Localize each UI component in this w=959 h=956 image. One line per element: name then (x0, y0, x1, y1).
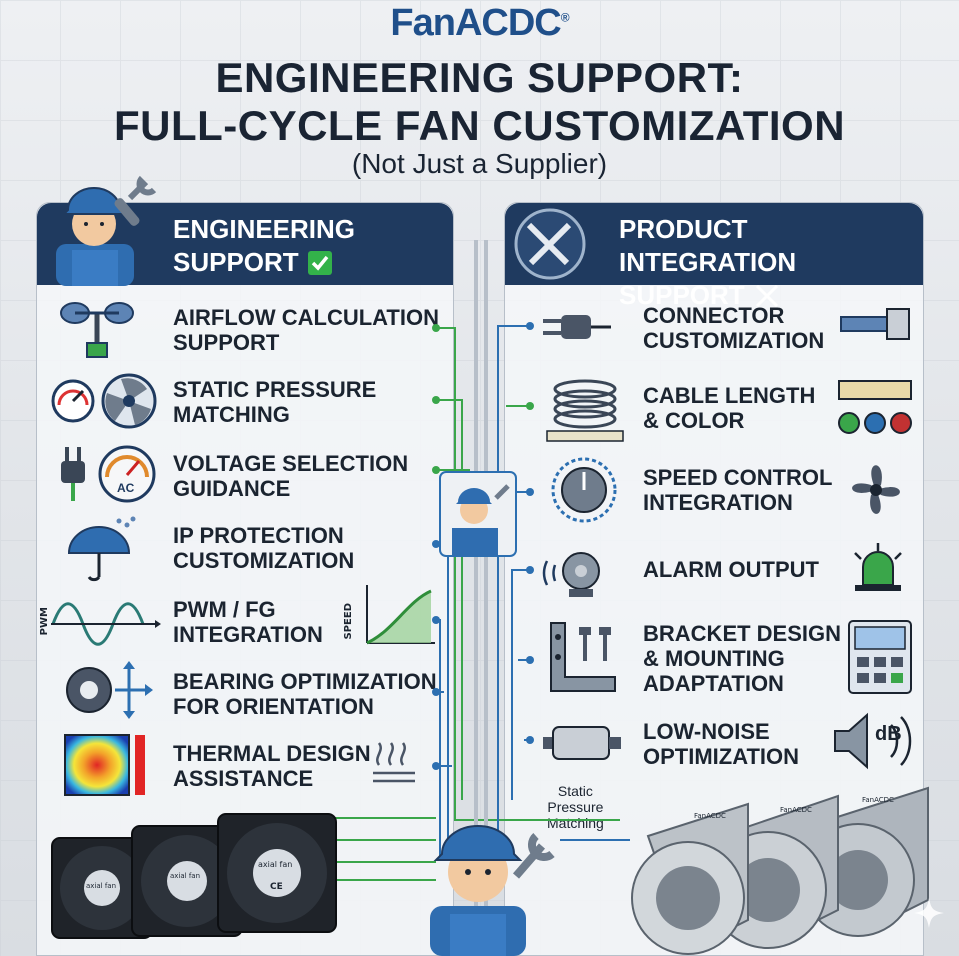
muffler-icon (543, 726, 621, 760)
item-line-1: THERMAL DESIGN (173, 741, 371, 766)
sparkle-icon (914, 898, 944, 928)
list-item-bearing: BEARING OPTIMIZATION FOR ORIENTATION (173, 669, 437, 719)
item-line-2: INTEGRATION (173, 622, 323, 647)
item-line-1: IP PROTECTION (173, 523, 344, 548)
list-item-speed-control: SPEED CONTROL INTEGRATION (643, 465, 832, 515)
fan-3-label: axial fan (258, 860, 293, 869)
item-line-1: AIRFLOW CALCULATION (173, 305, 439, 330)
tools-icon (755, 284, 778, 307)
item-line-2: FOR ORIENTATION (173, 694, 374, 719)
item-line-2: INTEGRATION (643, 490, 793, 515)
blower-fans-image (631, 786, 929, 955)
item-line-2: & COLOR (643, 408, 745, 433)
item-line-2: MATCHING (173, 402, 290, 427)
plug-and-voltmeter-icon (61, 445, 156, 503)
heading-line-2: SUPPORT (173, 247, 299, 277)
blower-1-label: FanACDC (694, 812, 726, 820)
title-line-2: FULL-CYCLE FAN CUSTOMIZATION (113, 102, 846, 149)
item-line-2: ASSISTANCE (173, 766, 314, 791)
item-line-2: SUPPORT (173, 330, 280, 355)
list-item-cable: CABLE LENGTH & COLOR (643, 383, 815, 433)
list-item-bracket: BRACKET DESIGN & MOUNTING ADAPTATION (643, 621, 841, 696)
engineer-bottom-icon (430, 825, 555, 956)
item-line-1: BRACKET DESIGN (643, 621, 842, 646)
item-line-2: CUSTOMIZATION (173, 548, 355, 573)
item-line-2: & MOUNTING (643, 646, 785, 671)
cable-coil-icon (546, 379, 624, 442)
registered-mark: ® (560, 10, 570, 25)
fan-blade-icon (852, 465, 900, 514)
list-item-pwm-fg: PWM / FG INTEGRATION (173, 597, 323, 647)
list-item-voltage: VOLTAGE SELECTION GUIDANCE (173, 451, 408, 501)
title-line-1: ENGINEERING SUPPORT: (215, 54, 744, 101)
connector-plug-icon (543, 315, 611, 339)
list-item-static-pressure: STATIC PRESSURE MATCHING (173, 377, 376, 427)
item-line-1: LOW-NOISE (643, 719, 770, 744)
brand-logo: FanACDC® (0, 2, 959, 45)
gauge-and-fan-icon (51, 373, 157, 429)
item-line-1: PWM / FG (173, 597, 276, 622)
title-subtitle: (Not Just a Supplier) (351, 148, 608, 179)
wrench-screwdriver-icon (514, 208, 586, 280)
axial-fans-image (51, 813, 337, 939)
speed-knob-icon (551, 457, 617, 523)
item-line-1: VOLTAGE SELECTION (173, 451, 409, 476)
item-line-1: BEARING OPTIMIZATION (173, 669, 437, 694)
ce-mark: CE (270, 882, 283, 892)
item-line-2: CUSTOMIZATION (643, 328, 825, 353)
list-item-airflow: AIRFLOW CALCULATION SUPPORT (173, 305, 439, 355)
anemometer-icon (60, 302, 134, 358)
fan-2-label: axial fan (170, 872, 201, 880)
alarm-light-icon (854, 543, 902, 591)
speaker-db-icon (834, 712, 912, 770)
product-integration-title: PRODUCT INTEGRATION SUPPORT (619, 213, 923, 312)
thermal-map-icon (64, 734, 145, 796)
blower-2-label: FanACDC (780, 806, 812, 814)
ac-label: AC (117, 481, 135, 495)
list-item-low-noise: LOW-NOISE OPTIMIZATION (643, 719, 799, 769)
brand-name: FanACDC (390, 2, 561, 44)
item-line-3: ADAPTATION (643, 671, 784, 696)
db-label: dB (875, 723, 902, 745)
control-panel-icon (848, 620, 912, 694)
item-line-1: CABLE LENGTH (643, 383, 816, 408)
ribbon-connector-icon (840, 308, 910, 340)
pwm-waveform-icon (51, 602, 161, 646)
heading-line-1: PRODUCT INTEGRATION (619, 214, 797, 277)
alarm-bell-icon (542, 552, 600, 597)
gear-and-arrows-icon (66, 661, 153, 719)
engineering-support-title: ENGINEERING SUPPORT (173, 213, 355, 279)
check-icon (307, 250, 332, 275)
list-item-alarm: ALARM OUTPUT (643, 557, 819, 582)
item-line-2: OPTIMIZATION (643, 744, 800, 769)
blower-3-label: FanACDC (862, 796, 894, 804)
fan-1-label: axial fan (86, 882, 117, 890)
heading-line-2: SUPPORT (619, 280, 745, 310)
list-item-connector: CONNECTOR CUSTOMIZATION (643, 303, 824, 353)
pwm-axis-label: PWM (39, 607, 50, 636)
item-line-2: GUIDANCE (173, 476, 291, 501)
engineer-avatar-icon (56, 175, 157, 286)
item-line-1: SPEED CONTROL (643, 465, 833, 490)
list-item-ip-protection: IP PROTECTION CUSTOMIZATION (173, 523, 354, 573)
heat-waves-icon (373, 742, 415, 783)
callout-line-1: Static (557, 783, 593, 799)
color-swatches-icon (838, 380, 912, 434)
engineer-center-icon (439, 471, 517, 557)
item-line-1: CONNECTOR (643, 303, 785, 328)
heading-line-1: ENGINEERING (173, 214, 356, 244)
item-line-1: ALARM OUTPUT (643, 557, 819, 582)
umbrella-icon (67, 516, 136, 582)
list-item-thermal: THERMAL DESIGN ASSISTANCE (173, 741, 371, 791)
bracket-icon (550, 622, 616, 692)
speed-axis-label: SPEED (343, 603, 354, 640)
item-line-1: STATIC PRESSURE (173, 377, 377, 402)
speed-curve-icon (366, 585, 435, 645)
